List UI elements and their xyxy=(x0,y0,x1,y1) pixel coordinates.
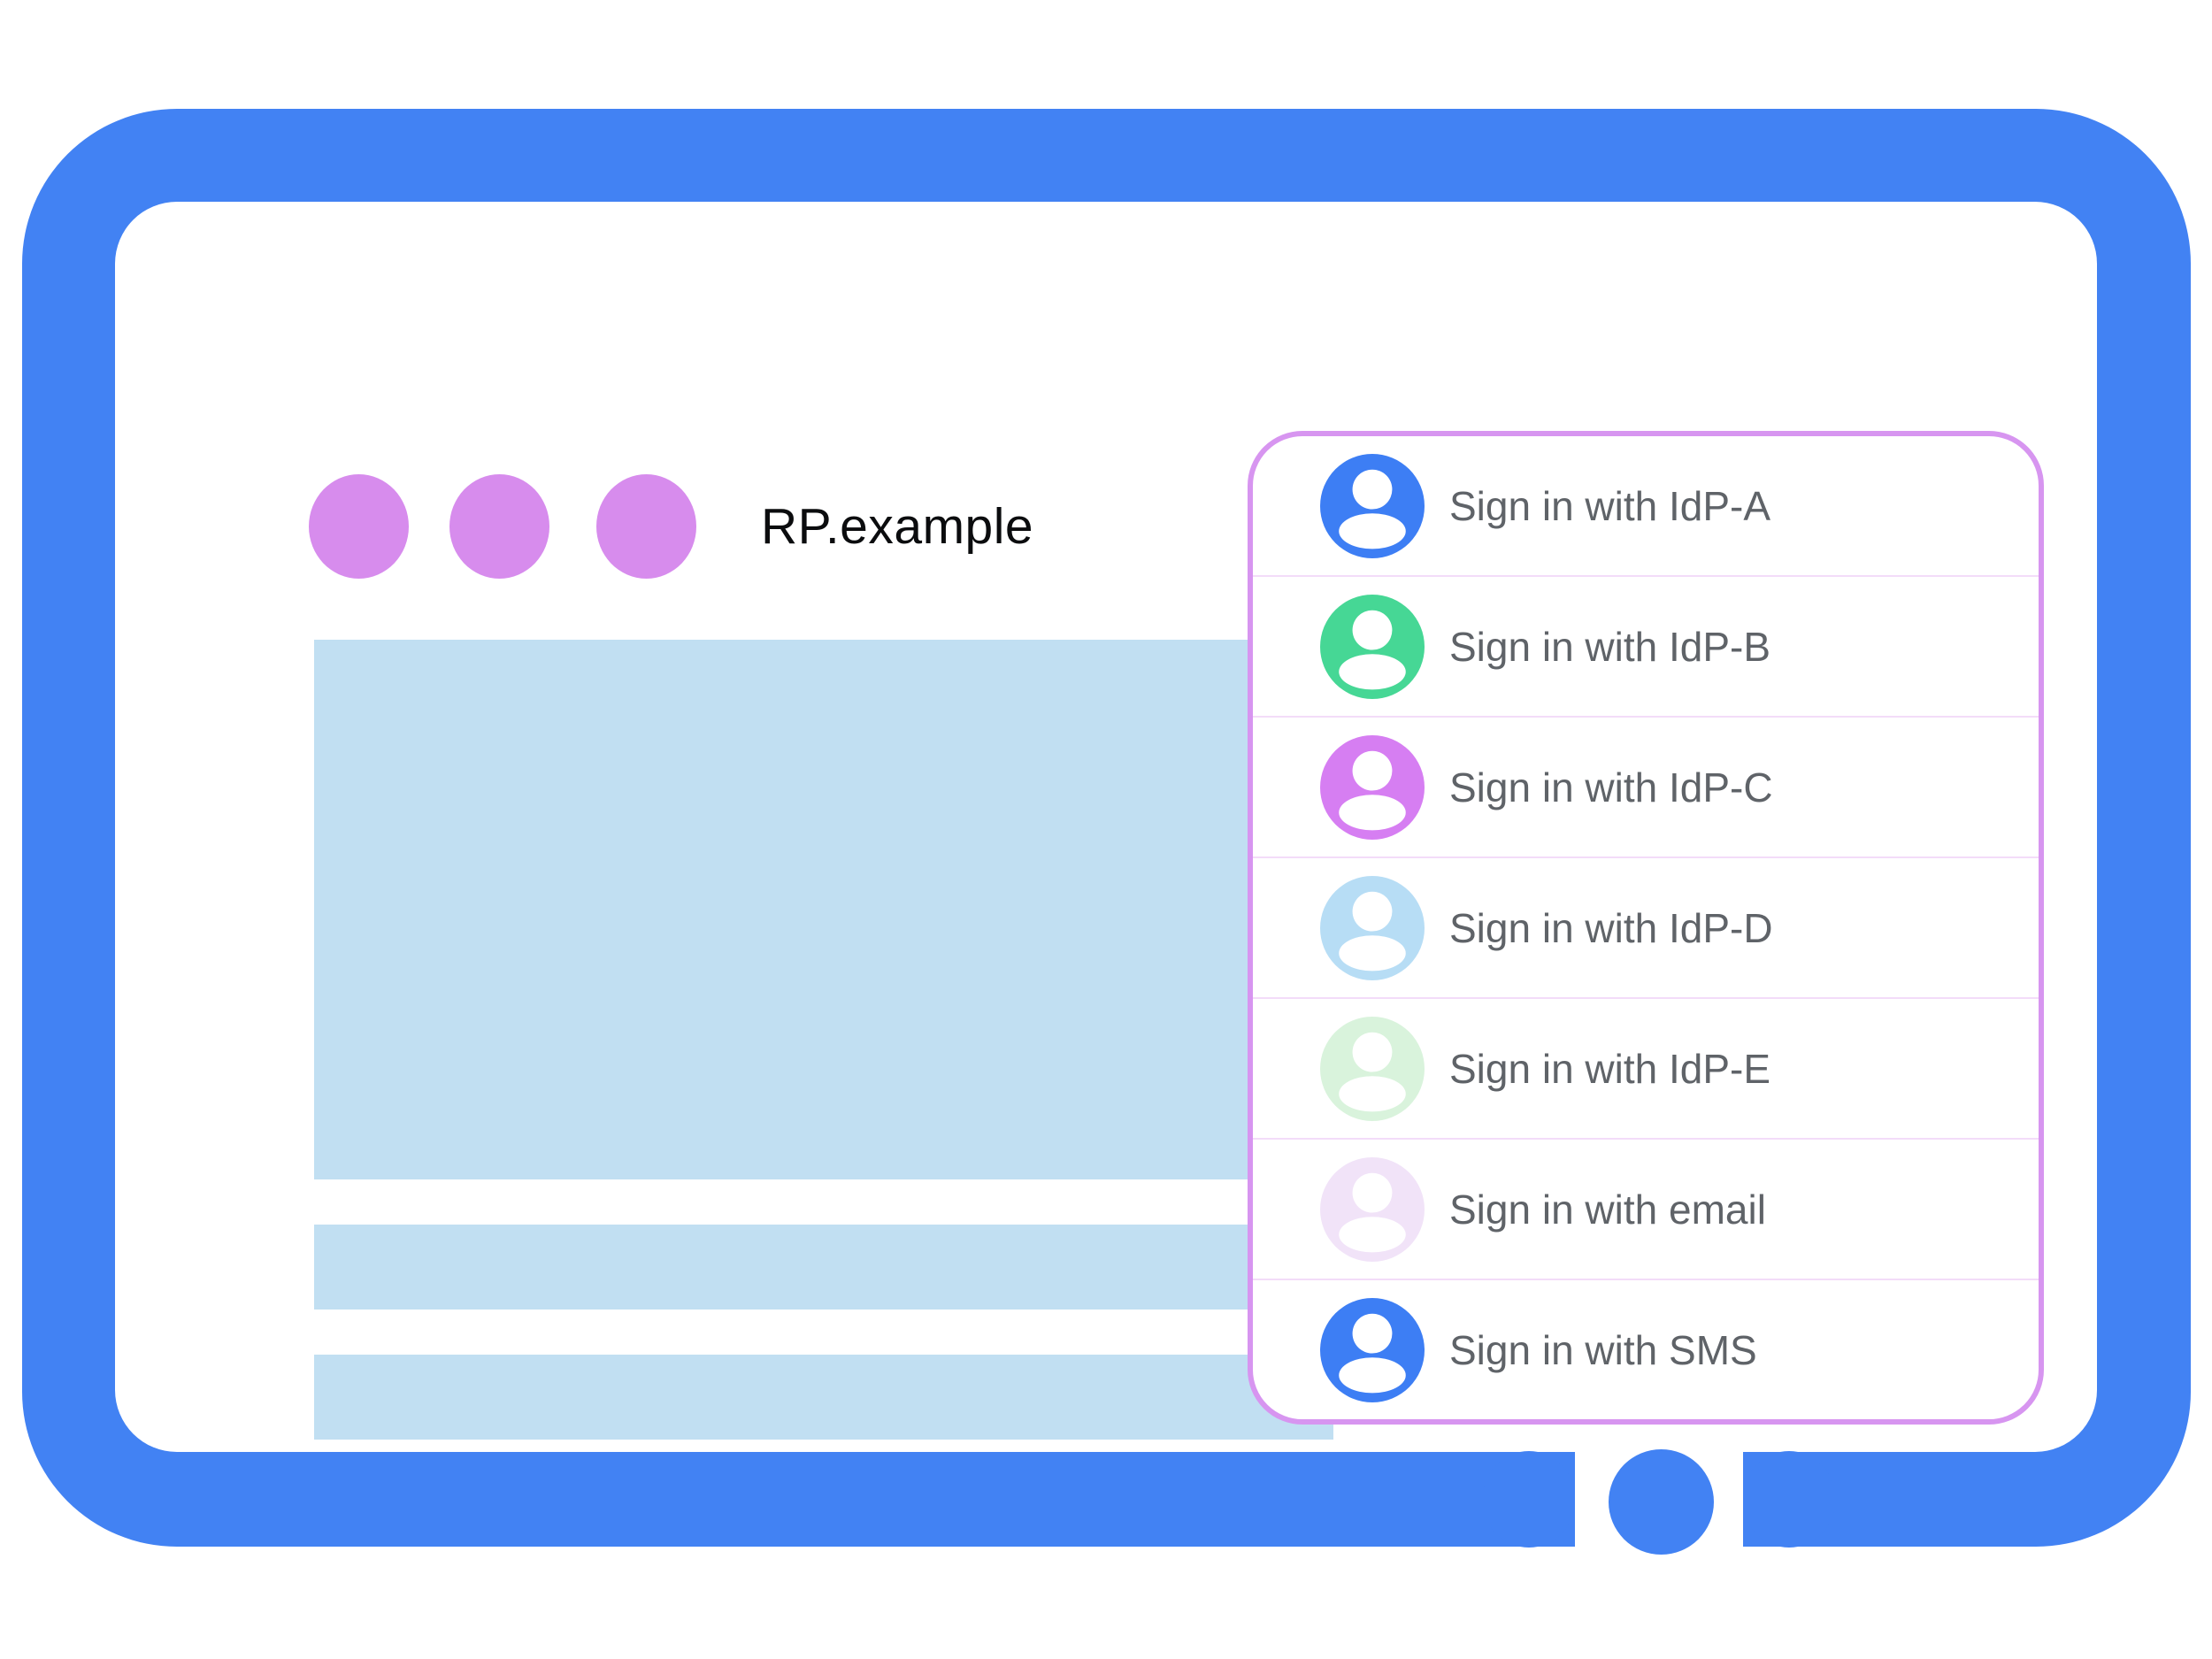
signin-option-label: Sign in with SMS xyxy=(1449,1326,1757,1373)
window-control-dot[interactable] xyxy=(596,474,696,579)
person-icon xyxy=(1320,1016,1425,1121)
person-icon xyxy=(1320,1297,1425,1402)
site-title: RP.example xyxy=(761,498,1034,555)
content-placeholder-bar xyxy=(314,1225,1333,1310)
window-control-dot[interactable] xyxy=(309,474,409,579)
signin-option-label: Sign in with IdP-C xyxy=(1449,764,1773,810)
signin-option[interactable]: Sign in with IdP-D xyxy=(1253,856,2039,997)
person-icon xyxy=(1320,453,1425,558)
window-control-dot[interactable] xyxy=(449,474,549,579)
signin-option[interactable]: Sign in with IdP-A xyxy=(1253,436,2039,575)
person-icon xyxy=(1320,594,1425,699)
signin-option-label: Sign in with IdP-B xyxy=(1449,623,1771,670)
signin-option-label: Sign in with email xyxy=(1449,1186,1766,1233)
content-placeholder-bar xyxy=(314,964,1333,1049)
signin-option-label: Sign in with IdP-D xyxy=(1449,904,1773,951)
signin-option[interactable]: Sign in with IdP-C xyxy=(1253,716,2039,856)
person-icon xyxy=(1320,734,1425,840)
signin-option[interactable]: Sign in with email xyxy=(1253,1138,2039,1279)
home-button-icon[interactable] xyxy=(1609,1449,1714,1555)
signin-option-label: Sign in with IdP-E xyxy=(1449,1045,1771,1092)
content-placeholder-bar xyxy=(314,1355,1333,1440)
account-chooser-panel: Sign in with IdP-A Sign in with IdP-B Sign… xyxy=(1248,431,2044,1425)
signin-option[interactable]: Sign in with SMS xyxy=(1253,1279,2039,1419)
content-placeholder-bar xyxy=(314,1094,1333,1179)
person-icon xyxy=(1320,875,1425,980)
person-icon xyxy=(1320,1156,1425,1262)
bezel-right-cap xyxy=(1743,1451,1835,1548)
signin-option[interactable]: Sign in with IdP-E xyxy=(1253,997,2039,1138)
signin-option-label: Sign in with IdP-A xyxy=(1449,482,1771,529)
content-placeholder-hero xyxy=(314,640,1333,1135)
bezel-left-cap xyxy=(1483,1451,1575,1548)
signin-option[interactable]: Sign in with IdP-B xyxy=(1253,575,2039,716)
